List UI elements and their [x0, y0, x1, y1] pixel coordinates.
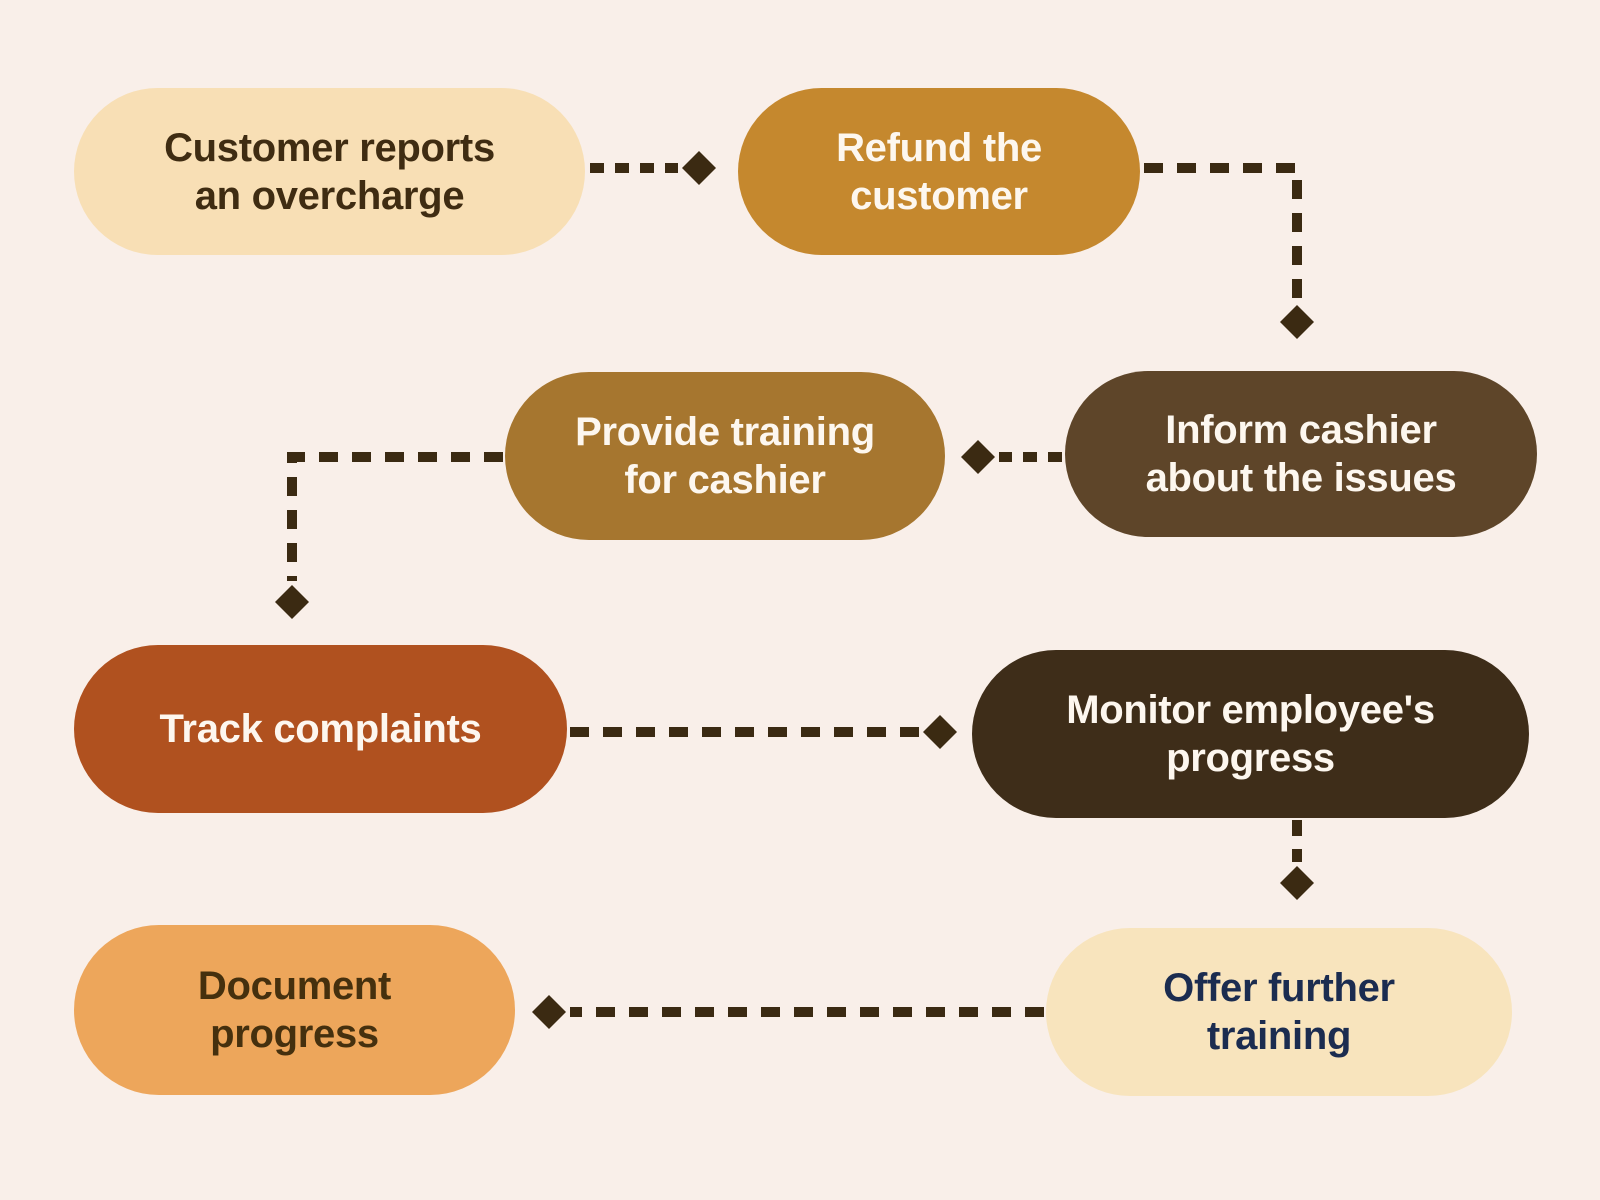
- connector-offer-to-document: [532, 995, 1044, 1029]
- connector-customer-to-refund: [590, 151, 716, 185]
- diamond-arrowhead: [1280, 866, 1314, 900]
- node-label: Inform cashier about the issues: [1145, 408, 1457, 500]
- node-inform-cashier: Inform cashier about the issues: [1065, 371, 1537, 537]
- connector-monitor-to-offer: [1280, 820, 1314, 900]
- node-offer-training: Offer further training: [1046, 928, 1512, 1096]
- node-label: Customer reports an overcharge: [164, 125, 495, 218]
- node-label: Offer further training: [1163, 966, 1395, 1058]
- dashed-line: [287, 452, 503, 581]
- diamond-arrowhead: [682, 151, 716, 185]
- node-label: Document progress: [197, 964, 392, 1056]
- connector-track-to-monitor: [570, 715, 957, 749]
- node-document-progress: Document progress: [74, 925, 515, 1095]
- connector-refund-to-inform: [1144, 163, 1314, 339]
- node-label: Track complaints: [159, 707, 482, 751]
- diamond-arrowhead: [1280, 305, 1314, 339]
- node-label: Refund the customer: [836, 125, 1042, 218]
- node-refund-customer: Refund the customer: [738, 88, 1140, 255]
- diamond-arrowhead: [923, 715, 957, 749]
- node-customer-reports: Customer reports an overcharge: [74, 88, 585, 255]
- connector-provide-to-track: [275, 452, 503, 619]
- dashed-line: [1144, 163, 1302, 301]
- diamond-arrowhead: [961, 440, 995, 474]
- diamond-arrowhead: [275, 585, 309, 619]
- diamond-arrowhead: [532, 995, 566, 1029]
- node-track-complaints: Track complaints: [74, 645, 567, 813]
- node-label: Monitor employee's progress: [1066, 688, 1435, 780]
- connector-inform-to-provide: [961, 440, 1062, 474]
- node-label: Provide training for cashier: [575, 410, 875, 502]
- node-provide-training: Provide training for cashier: [505, 372, 945, 540]
- node-monitor-progress: Monitor employee's progress: [972, 650, 1529, 818]
